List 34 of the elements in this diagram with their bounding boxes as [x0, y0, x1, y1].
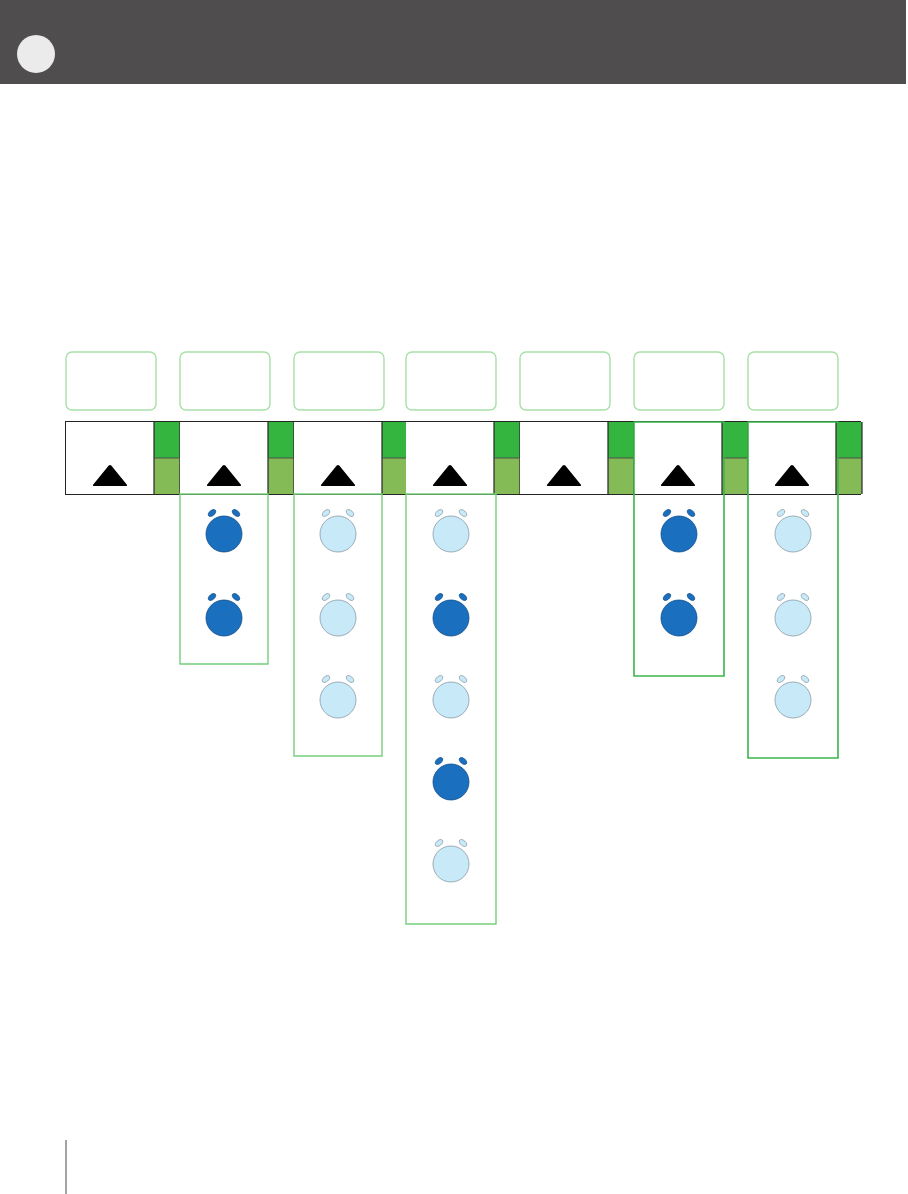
column-frame	[405, 493, 497, 925]
empty-box	[65, 351, 157, 411]
alarm-clock	[660, 593, 698, 637]
alarm-clock	[205, 593, 243, 637]
column-frame	[747, 421, 839, 759]
alarm-clock	[432, 839, 470, 883]
alarm-clock	[432, 757, 470, 801]
triangle-cell	[66, 421, 181, 495]
empty-box	[633, 351, 725, 411]
empty-box	[179, 351, 271, 411]
empty-box	[519, 351, 611, 411]
column-frame	[179, 493, 269, 665]
triangle-cell	[634, 421, 749, 495]
alarm-clock	[432, 675, 470, 719]
alarm-clock	[319, 509, 357, 553]
triangle-cell	[406, 421, 521, 495]
alarm-clock	[432, 593, 470, 637]
empty-box	[405, 351, 497, 411]
triangle-cell	[520, 421, 635, 495]
triangle-cell	[294, 421, 409, 495]
alarm-clock	[660, 509, 698, 553]
column-frame	[293, 493, 383, 757]
empty-box	[747, 351, 839, 411]
column-frame	[633, 421, 725, 677]
alarm-clock	[205, 509, 243, 553]
alarm-clock	[432, 509, 470, 553]
alarm-clock	[774, 593, 812, 637]
alarm-clock	[774, 509, 812, 553]
triangle-cell	[748, 421, 863, 495]
triangle-cell	[180, 421, 295, 495]
empty-box	[293, 351, 385, 411]
alarm-clock	[774, 675, 812, 719]
alarm-clock	[319, 593, 357, 637]
alarm-clock	[319, 675, 357, 719]
